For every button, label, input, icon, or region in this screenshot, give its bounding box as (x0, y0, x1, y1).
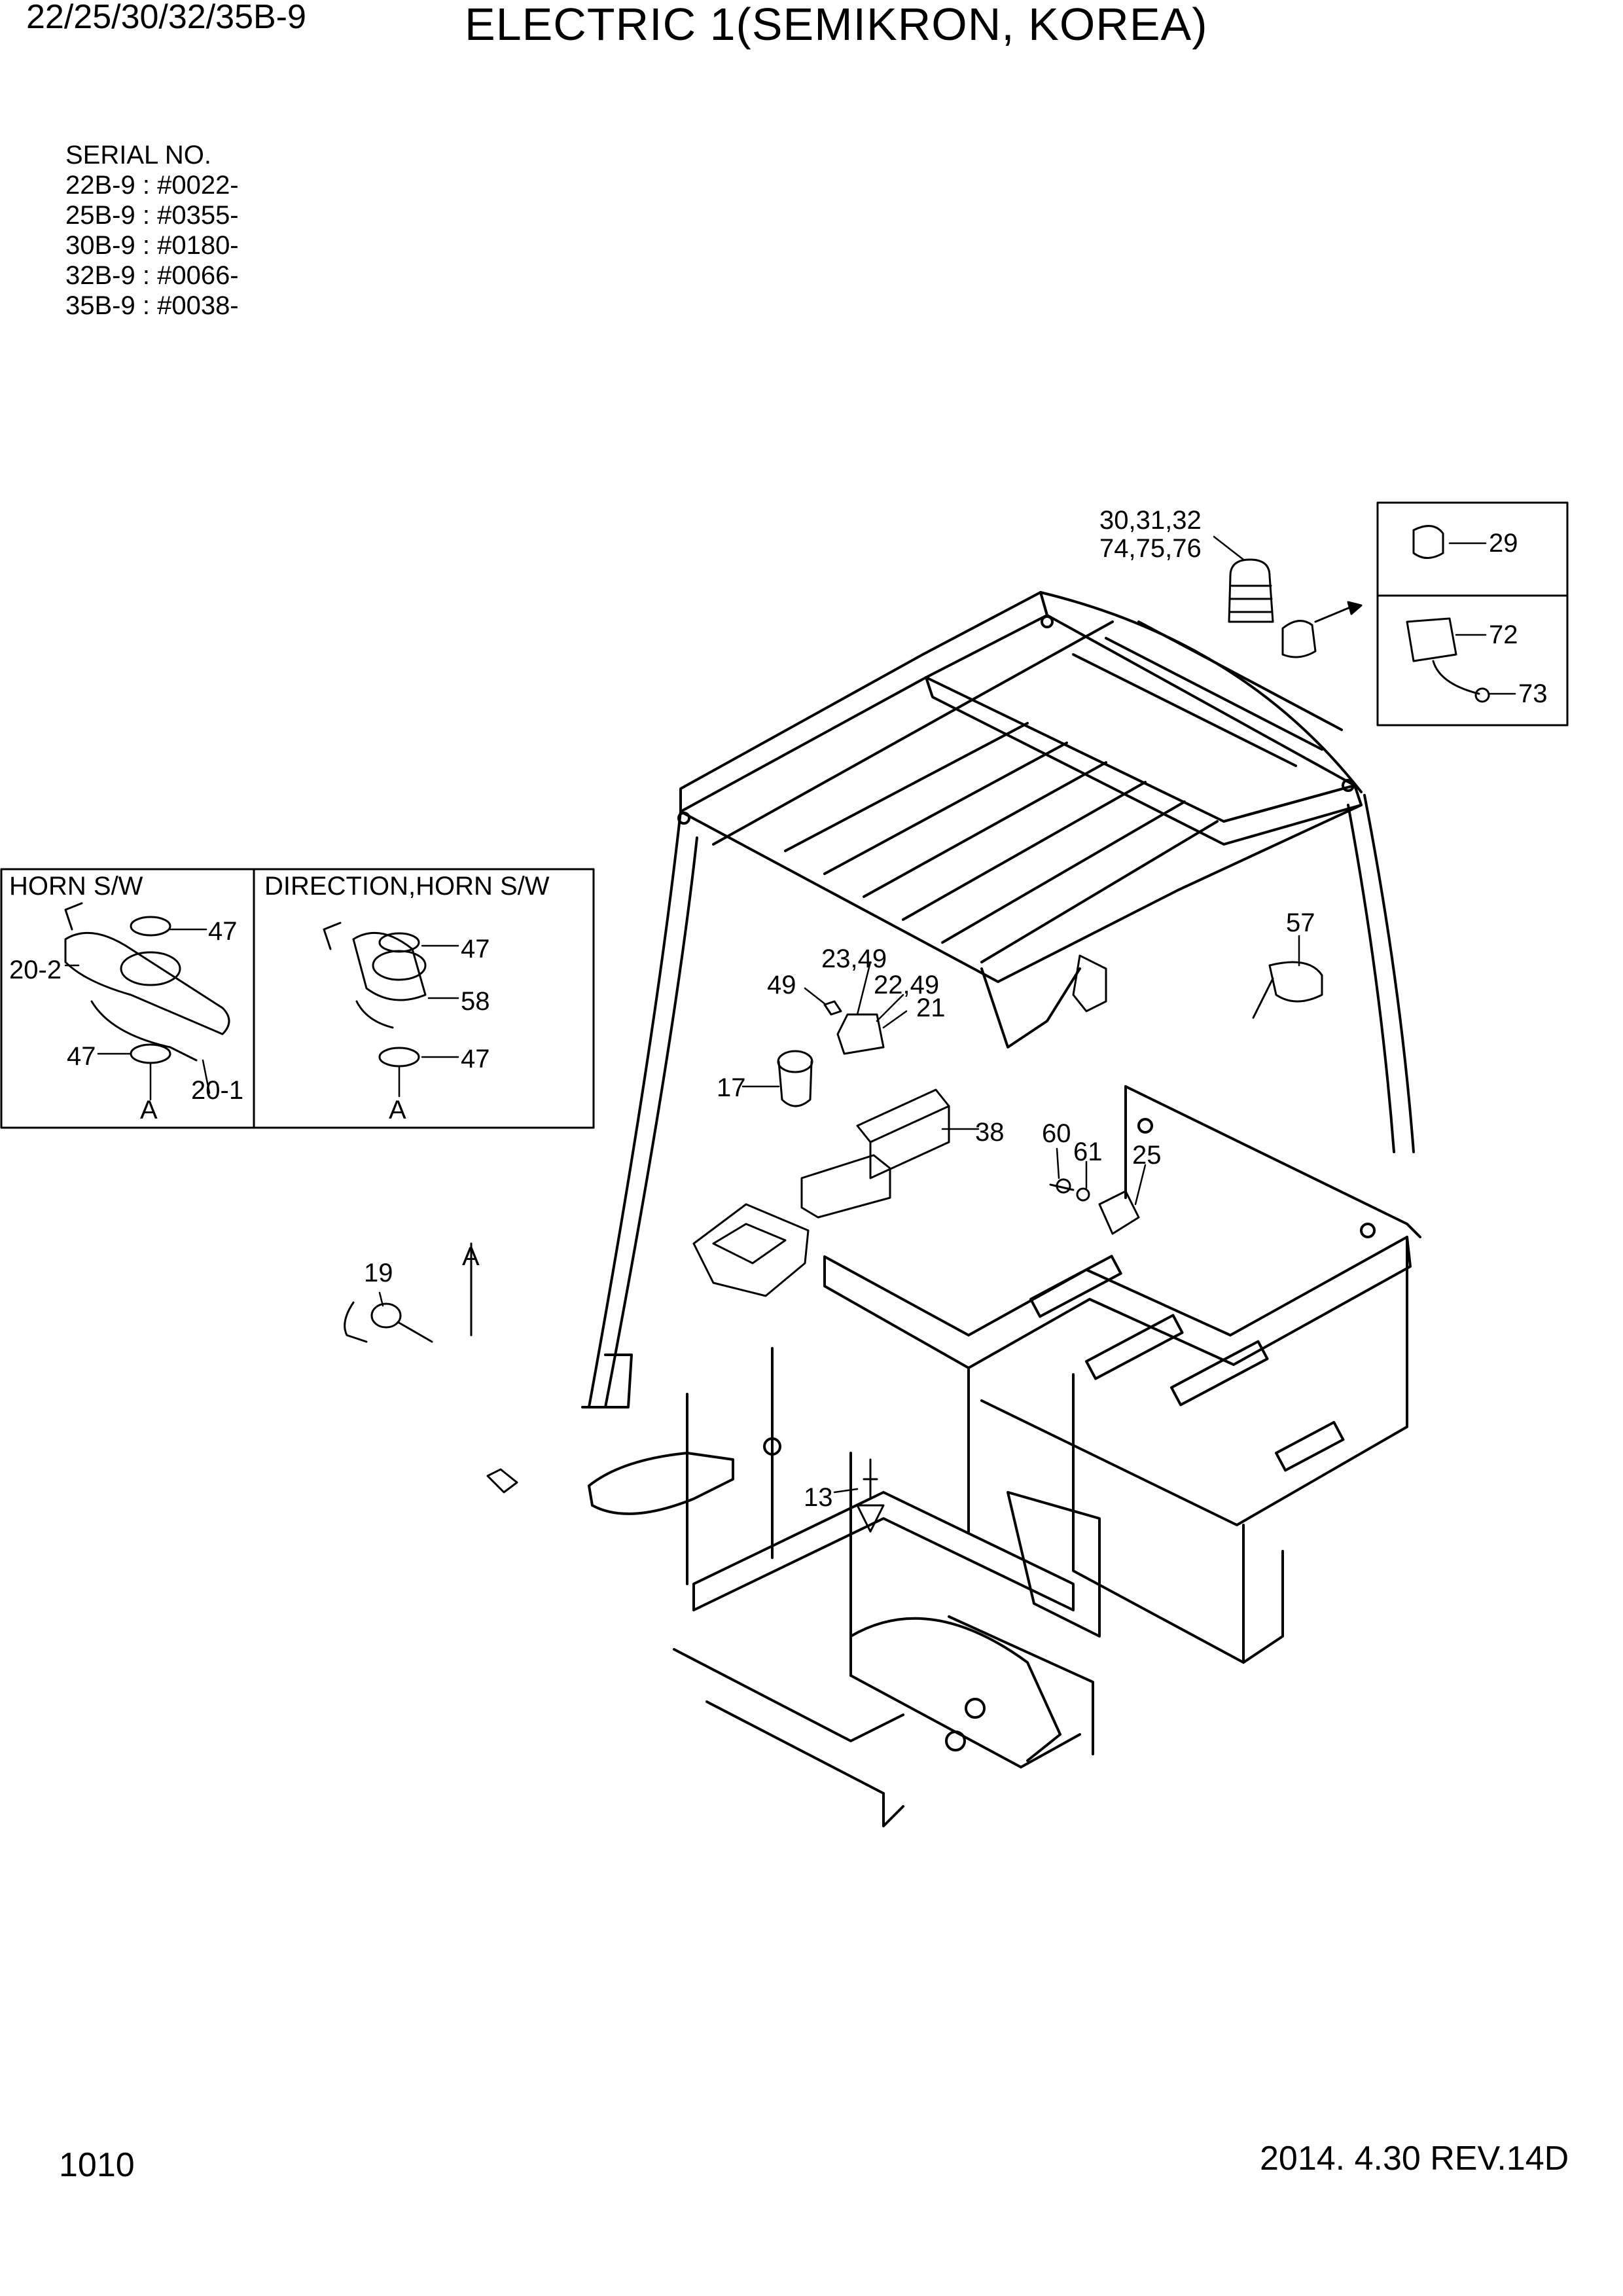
view-a-marker: A (462, 1242, 480, 1271)
callout-72: 72 (1489, 620, 1518, 649)
model-range: 22/25/30/32/35B-9 (26, 0, 306, 36)
callout-61: 61 (1073, 1138, 1103, 1166)
beacon-lamp (1228, 525, 1490, 703)
callout-47: 47 (461, 1045, 490, 1073)
view-a-label: A (389, 1096, 406, 1124)
callout-beacon-2: 74,75,76 (1099, 534, 1202, 563)
horn-switch-title: HORN S/W (9, 872, 143, 901)
serial-line: 25B-9 : #0355- (65, 201, 239, 230)
callout-38: 38 (975, 1118, 1005, 1147)
key-switch (344, 1242, 473, 1343)
callout-47: 47 (208, 917, 238, 946)
callout-47: 47 (67, 1042, 96, 1071)
serial-line: 35B-9 : #0038- (65, 291, 239, 320)
callout-21: 21 (916, 994, 946, 1022)
callout-73: 73 (1518, 679, 1548, 708)
overhead-guard (581, 591, 1415, 1408)
callout-20-1: 20-1 (191, 1076, 244, 1105)
callout-13: 13 (804, 1483, 833, 1512)
chassis-frame (588, 1085, 1421, 1827)
callout-17: 17 (717, 1073, 746, 1102)
callout-20-2: 20-2 (9, 956, 62, 984)
serial-line: 22B-9 : #0022- (65, 171, 239, 200)
leader-lines (64, 535, 1516, 1494)
callout-25: 25 (1132, 1141, 1162, 1170)
callout-19: 19 (364, 1259, 393, 1287)
inset-lamp-frame (1376, 501, 1569, 726)
callout-57: 57 (1286, 908, 1315, 937)
page-number: 1010 (59, 2146, 135, 2184)
inset-switch-frame (0, 868, 595, 1129)
serial-line: 30B-9 : #0180- (65, 231, 239, 260)
view-a-label: A (140, 1096, 158, 1124)
callout-49: 49 (767, 971, 796, 999)
console-parts (486, 954, 1323, 1533)
direction-horn-switch-title: DIRECTION,HORN S/W (264, 872, 550, 901)
callout-22-49: 22,49 (874, 971, 940, 999)
callout-47: 47 (461, 935, 490, 963)
callout-29: 29 (1489, 529, 1518, 558)
callout-beacon: 30,31,32 (1099, 506, 1202, 535)
revision-date: 2014. 4.30 REV.14D (1260, 2140, 1569, 2178)
horn-switch-parts (64, 902, 427, 1067)
serial-line: 32B-9 : #0066- (65, 261, 239, 290)
callout-60: 60 (1042, 1119, 1071, 1148)
callout-58: 58 (461, 987, 490, 1016)
serial-heading: SERIAL NO. (65, 141, 212, 170)
serial-block: SERIAL NO. 22B-9 : #0022- 25B-9 : #0355-… (65, 140, 239, 321)
page-title: ELECTRIC 1(SEMIKRON, KOREA) (465, 0, 1208, 50)
callout-23-49: 23,49 (821, 944, 887, 973)
